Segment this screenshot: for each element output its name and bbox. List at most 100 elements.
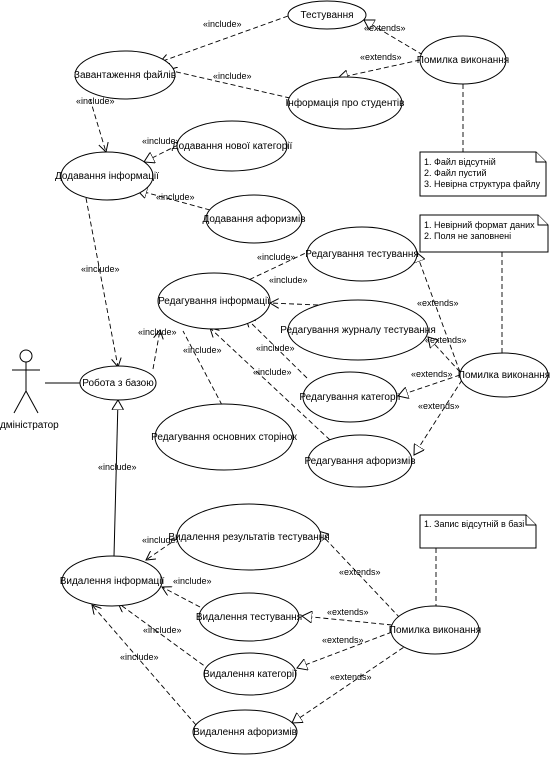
connector-editcat-editinfo <box>246 318 308 379</box>
usecase-load-files[interactable]: Завантаження файлів <box>74 50 176 100</box>
svg-text:Помилка виконання: Помилка виконання <box>458 370 550 381</box>
label-extends-5: «extends» <box>411 369 453 379</box>
svg-text:Редагування основних сторінок: Редагування основних сторінок <box>151 432 297 443</box>
note-1-line-1: 1. Файл відсутній <box>424 157 496 167</box>
usecase-edit-main-pages[interactable]: Редагування основних сторінок <box>151 403 297 471</box>
label-include-7: «include» <box>257 252 296 262</box>
svg-text:Видалення інформації: Видалення інформації <box>60 575 165 587</box>
connector-delresults-delinfo <box>146 537 179 560</box>
use-cases: Тестування Завантаження файлів Помилка в… <box>55 0 550 755</box>
svg-text:Помилка виконання: Помилка виконання <box>389 625 481 636</box>
svg-text:Тестування: Тестування <box>300 10 353 21</box>
svg-text:Робота з базою: Робота з базою <box>82 377 154 389</box>
svg-text:Інформація про студентів: Інформація про студентів <box>286 97 405 109</box>
usecase-add-category[interactable]: Додавання нової категорії <box>172 120 293 172</box>
label-include-9: «include» <box>138 327 177 337</box>
usecase-error-3[interactable]: Помилка виконання <box>389 605 481 655</box>
svg-text:Додавання інформації: Додавання інформації <box>55 170 159 182</box>
svg-text:Редагування інформації: Редагування інформації <box>158 295 270 307</box>
svg-text:Видалення результатів тестуван: Видалення результатів тестування <box>168 532 329 543</box>
note-1: 1. Файл відсутній 2. Файл пустий 3. Неві… <box>419 151 547 197</box>
svg-text:Редагування тестування: Редагування тестування <box>305 249 419 260</box>
label-include-14: «include» <box>142 535 181 545</box>
connector-editaph-editinfo <box>210 328 331 441</box>
label-extends-4: «extends» <box>425 335 467 345</box>
svg-text:Редагування афоризмів: Редагування афоризмів <box>304 455 415 467</box>
connector-editjournal-editinfo <box>270 303 319 305</box>
svg-text:Видалення категорії: Видалення категорії <box>203 669 297 680</box>
label-extends-2: «extends» <box>360 52 402 62</box>
connector-delinfo-db <box>114 400 118 557</box>
svg-text:Видалення тестування: Видалення тестування <box>196 612 302 623</box>
usecase-add-info[interactable]: Додавання інформації <box>55 151 159 201</box>
actor-label: Адміністратор <box>0 420 59 431</box>
connector-error2-edittest <box>416 252 461 373</box>
actor-right-leg <box>25 390 39 414</box>
svg-text:Помилка виконання: Помилка виконання <box>417 55 509 66</box>
usecase-edit-aphorisms[interactable]: Редагування афоризмів <box>304 434 416 488</box>
connector-error1-studentinfo <box>338 59 421 78</box>
connector-addcat-addinfo <box>144 144 179 162</box>
svg-text:Видалення афоризмів: Видалення афоризмів <box>193 726 297 738</box>
usecase-edit-info[interactable]: Редагування інформації <box>157 272 271 330</box>
connector-load-testing <box>160 15 289 62</box>
connector-db-addinfo <box>85 197 118 367</box>
connector-delaph-delinfo <box>92 605 197 726</box>
note-2-line-1: 1. Невірний формат даних <box>424 220 535 230</box>
usecase-del-aphorisms[interactable]: Видалення афоризмів <box>192 709 298 755</box>
usecase-testing[interactable]: Тестування <box>287 0 367 30</box>
usecase-student-info[interactable]: Інформація про студентів <box>286 76 405 130</box>
connector-error2-editcat <box>398 374 461 396</box>
note-2: 1. Невірний формат даних 2. Поля не запо… <box>419 214 549 253</box>
usecase-error-2[interactable]: Помилка виконання <box>458 352 550 398</box>
usecase-edit-journal[interactable]: Редагування журналу тестування <box>280 299 436 361</box>
usecase-del-results[interactable]: Видалення результатів тестування <box>168 503 330 571</box>
label-include-17: «include» <box>120 652 159 662</box>
label-include-13: «include» <box>98 462 137 472</box>
label-extends-1: «extends» <box>364 23 406 33</box>
label-include-12: «include» <box>253 367 292 377</box>
label-include-16: «include» <box>143 625 182 635</box>
label-include-10: «include» <box>183 345 222 355</box>
actor-head <box>19 349 33 363</box>
note-3: 1. Запис відсутній в базі <box>419 514 537 549</box>
connector-load-studentinfo <box>168 70 291 99</box>
label-include-11: «include» <box>256 343 295 353</box>
connectors <box>45 15 503 726</box>
connector-error3-delaph <box>292 642 411 723</box>
usecase-db-work[interactable]: Робота з базою <box>79 365 157 401</box>
label-include-6: «include» <box>81 264 120 274</box>
label-include-8: «include» <box>269 275 308 285</box>
note-2-line-2: 2. Поля не заповнені <box>424 231 511 241</box>
note-1-line-3: 3. Невірна структура файлу <box>424 179 541 189</box>
connector-deltest-delinfo <box>162 587 201 608</box>
actor-administrator[interactable]: Адміністратор <box>0 349 59 431</box>
label-include-15: «include» <box>173 576 212 586</box>
usecase-edit-testing[interactable]: Редагування тестування <box>305 226 419 282</box>
note-3-line-1: 1. Запис відсутній в базі <box>424 519 524 529</box>
label-include-2: «include» <box>213 71 252 81</box>
label-extends-10: «extends» <box>330 672 372 682</box>
label-include-5: «include» <box>156 192 195 202</box>
label-extends-6: «extends» <box>418 401 460 411</box>
connector-editmain-editinfo <box>182 330 223 406</box>
usecase-del-testing[interactable]: Видалення тестування <box>196 592 302 642</box>
usecase-edit-category[interactable]: Редагування категорії <box>299 371 401 423</box>
label-include-3: «include» <box>76 96 115 106</box>
usecase-del-category[interactable]: Видалення категорії <box>203 652 297 696</box>
connector-delcat-delinfo <box>118 603 211 671</box>
svg-text:Додавання нової категорії: Додавання нової категорії <box>172 141 293 152</box>
connector-db-editinfo <box>152 330 160 370</box>
usecase-add-aphorisms[interactable]: Додавання афоризмів <box>202 194 306 244</box>
connector-error2-editaph <box>414 379 463 455</box>
label-extends-8: «extends» <box>327 607 369 617</box>
note-1-line-2: 2. Файл пустий <box>424 168 487 178</box>
usecase-error-1[interactable]: Помилка виконання <box>417 35 509 85</box>
connector-addaph-addinfo <box>137 190 211 211</box>
svg-text:Редагування журналу тестування: Редагування журналу тестування <box>280 325 436 336</box>
label-include-1: «include» <box>203 19 242 29</box>
label-extends-7: «extends» <box>339 567 381 577</box>
relation-labels: «include» «extends» «extends» «include» … <box>76 19 467 682</box>
svg-text:Додавання афоризмів: Додавання афоризмів <box>202 213 305 225</box>
usecase-del-info[interactable]: Видалення інформації <box>60 555 165 607</box>
